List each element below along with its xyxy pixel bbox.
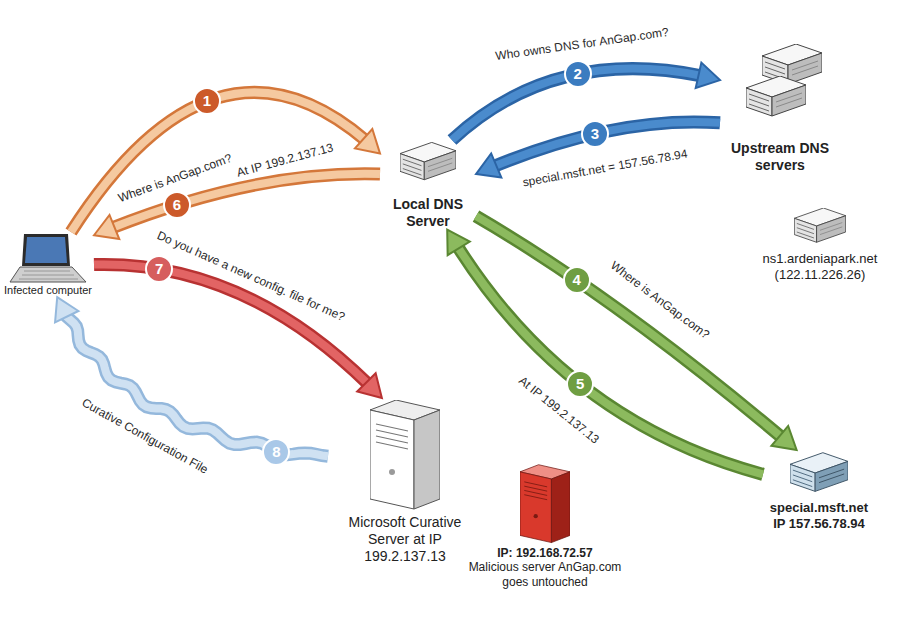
arrow-band xyxy=(94,174,380,235)
node-label: Upstream DNS servers xyxy=(720,140,840,174)
server-node: IP: 192.168.72.57Malicious server AnGap.… xyxy=(458,462,632,589)
arrow-head xyxy=(476,153,501,177)
callout-number: 4 xyxy=(563,266,591,294)
dns-server-icon xyxy=(746,76,806,116)
arrow-head xyxy=(357,373,382,398)
arrow-head xyxy=(447,230,470,256)
server-node: Upstream DNS servers xyxy=(720,40,840,174)
dns-server-icon xyxy=(400,142,456,179)
arrow-label: Who owns DNS for AnGap.com? xyxy=(495,25,670,63)
arrow-label: At IP 199.2.137.13 xyxy=(235,140,334,179)
arrow-label: Do you have a new config. file for me? xyxy=(155,228,347,324)
callout-number: 8 xyxy=(262,438,290,466)
callout-number: 7 xyxy=(145,255,173,283)
arrow-head xyxy=(55,297,78,322)
arrow-band xyxy=(94,264,382,398)
connector-arrow xyxy=(94,264,382,398)
arrow-label: Where is AnGap.com? xyxy=(608,258,712,341)
arrow-head xyxy=(355,129,380,153)
arrow-head xyxy=(771,426,796,450)
dns-server-icon xyxy=(762,44,822,84)
arrow-head xyxy=(696,63,720,88)
node-label: Microsoft Curative Server at IP 199.2.13… xyxy=(328,514,482,564)
server-node: Microsoft Curative Server at IP 199.2.13… xyxy=(328,398,482,564)
callout-number: 3 xyxy=(581,120,609,148)
arrow-label: special.msft.net = 157.56.78.94 xyxy=(521,147,688,190)
arrow-band xyxy=(57,297,328,456)
arrow-band xyxy=(447,230,763,475)
laptop-icon xyxy=(10,234,86,282)
dns-server-icon xyxy=(794,208,845,242)
arrow-band xyxy=(94,264,382,398)
server-node: Local DNS Server xyxy=(380,140,476,230)
server-node: ns1.ardeniapark.net (122.11.226.26) xyxy=(743,205,897,282)
arrow-head xyxy=(94,215,119,239)
arrow-band xyxy=(57,297,328,456)
connector-arrow xyxy=(55,297,328,456)
arrow-band xyxy=(94,174,380,235)
dns-server-icon xyxy=(790,453,848,492)
malicious-server-icon xyxy=(520,465,570,543)
callout-number: 6 xyxy=(163,191,191,219)
arrow-label: Curative Configuration File xyxy=(79,395,210,476)
server-node: Infected computer xyxy=(2,232,94,297)
node-label: Local DNS Server xyxy=(380,196,476,230)
node-label: ns1.ardeniapark.net (122.11.226.26) xyxy=(743,251,897,282)
server-node: special.msft.net IP 157.56.78.94 xyxy=(763,450,875,531)
arrow-band xyxy=(71,92,380,232)
arrow-band xyxy=(447,230,763,475)
callout-number: 5 xyxy=(566,370,594,398)
node-label: IP: 192.168.72.57 xyxy=(497,546,592,560)
arrow-band xyxy=(71,92,380,232)
node-label: Infected computer xyxy=(4,284,92,297)
tower-server-icon xyxy=(370,400,440,509)
node-label: Malicious server AnGap.com goes untouche… xyxy=(458,560,632,589)
node-label: special.msft.net IP 157.56.78.94 xyxy=(763,500,875,531)
connector-arrow xyxy=(71,92,380,232)
callout-number: 1 xyxy=(193,87,221,115)
connector-arrow xyxy=(447,230,763,475)
callout-number: 2 xyxy=(564,60,592,88)
